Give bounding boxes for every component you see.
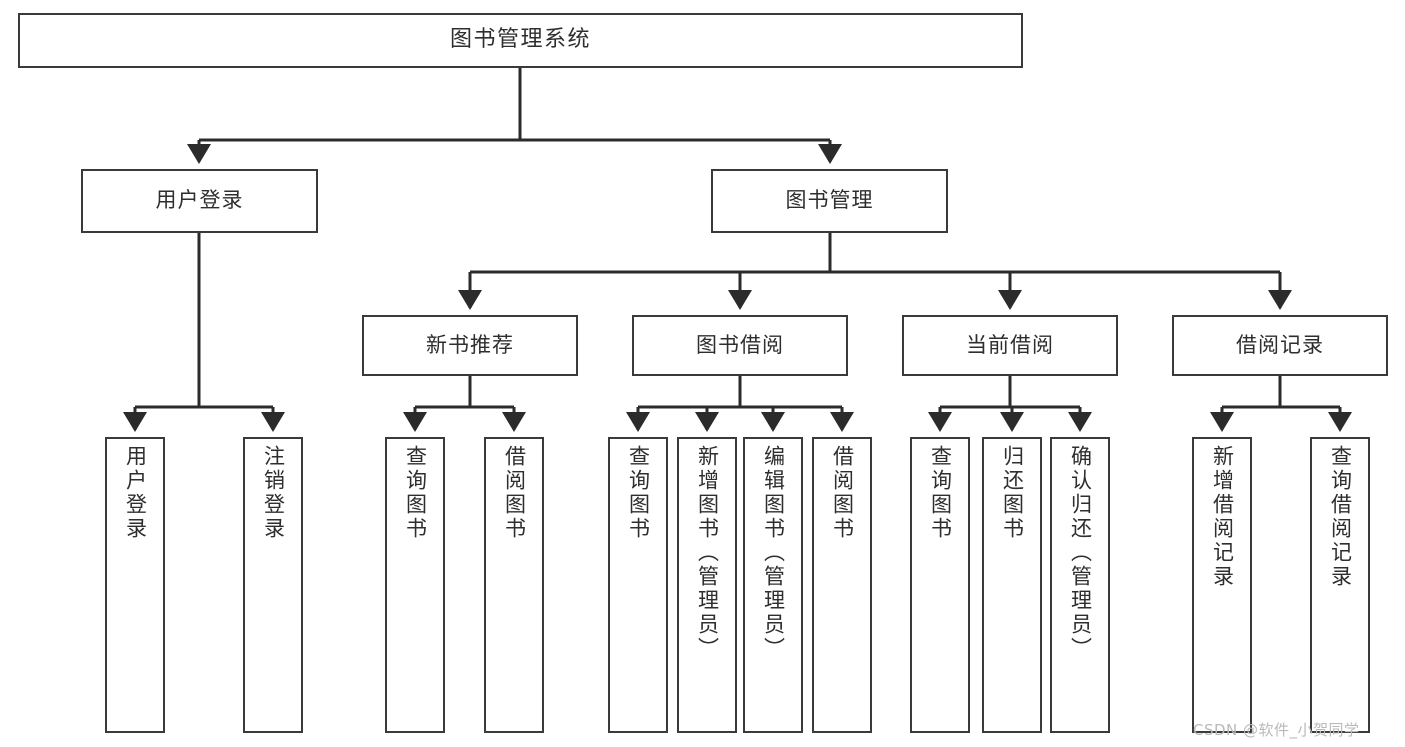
leaf-edit-book-admin-label: 编辑图书（管理员） xyxy=(761,445,786,661)
node-new-book-recommend-label: 新书推荐 xyxy=(426,332,514,357)
leaf-edit-book-admin[interactable]: 编辑图书（管理员） xyxy=(743,437,803,733)
node-book-borrow[interactable]: 图书借阅 xyxy=(632,315,848,376)
leaf-borrow-book-2-label: 借阅图书 xyxy=(830,445,855,541)
leaf-query-book-1-label: 查询图书 xyxy=(403,445,428,541)
leaf-return-book-label: 归还图书 xyxy=(1000,445,1025,541)
node-book-borrow-label: 图书借阅 xyxy=(696,332,784,357)
node-current-borrow[interactable]: 当前借阅 xyxy=(902,315,1118,376)
node-user-login-label: 用户登录 xyxy=(155,188,244,213)
leaf-logout-login[interactable]: 注销登录 xyxy=(243,437,303,733)
node-new-book-recommend[interactable]: 新书推荐 xyxy=(362,315,578,376)
node-root-label: 图书管理系统 xyxy=(449,27,591,53)
node-borrow-record-label: 借阅记录 xyxy=(1236,332,1324,357)
leaf-logout-login-label: 注销登录 xyxy=(261,445,286,541)
leaf-borrow-book-2[interactable]: 借阅图书 xyxy=(812,437,872,733)
leaf-query-book-2[interactable]: 查询图书 xyxy=(608,437,668,733)
leaf-add-borrow-record-label: 新增借阅记录 xyxy=(1210,445,1235,589)
leaf-add-book-admin[interactable]: 新增图书（管理员） xyxy=(677,437,737,733)
leaf-add-book-admin-label: 新增图书（管理员） xyxy=(695,445,720,661)
node-borrow-record[interactable]: 借阅记录 xyxy=(1172,315,1388,376)
leaf-add-borrow-record[interactable]: 新增借阅记录 xyxy=(1192,437,1252,733)
leaf-user-login-label: 用户登录 xyxy=(123,445,148,541)
leaf-confirm-return-admin[interactable]: 确认归还（管理员） xyxy=(1050,437,1110,733)
leaf-user-login[interactable]: 用户登录 xyxy=(105,437,165,733)
node-book-manage[interactable]: 图书管理 xyxy=(711,169,948,233)
leaf-confirm-return-admin-label: 确认归还（管理员） xyxy=(1068,445,1093,661)
leaf-query-book-3[interactable]: 查询图书 xyxy=(910,437,970,733)
leaf-borrow-book-1[interactable]: 借阅图书 xyxy=(484,437,544,733)
csdn-watermark: CSDN @软件_小贺同学 xyxy=(1193,721,1360,739)
node-book-manage-label: 图书管理 xyxy=(785,188,874,213)
node-user-login[interactable]: 用户登录 xyxy=(81,169,318,233)
leaf-query-book-3-label: 查询图书 xyxy=(928,445,953,541)
leaf-query-book-1[interactable]: 查询图书 xyxy=(385,437,445,733)
leaf-borrow-book-1-label: 借阅图书 xyxy=(502,445,527,541)
node-current-borrow-label: 当前借阅 xyxy=(966,332,1054,357)
leaf-query-borrow-record[interactable]: 查询借阅记录 xyxy=(1310,437,1370,733)
node-root[interactable]: 图书管理系统 xyxy=(18,13,1023,68)
leaf-return-book[interactable]: 归还图书 xyxy=(982,437,1042,733)
leaf-query-borrow-record-label: 查询借阅记录 xyxy=(1328,445,1353,589)
leaf-query-book-2-label: 查询图书 xyxy=(626,445,651,541)
